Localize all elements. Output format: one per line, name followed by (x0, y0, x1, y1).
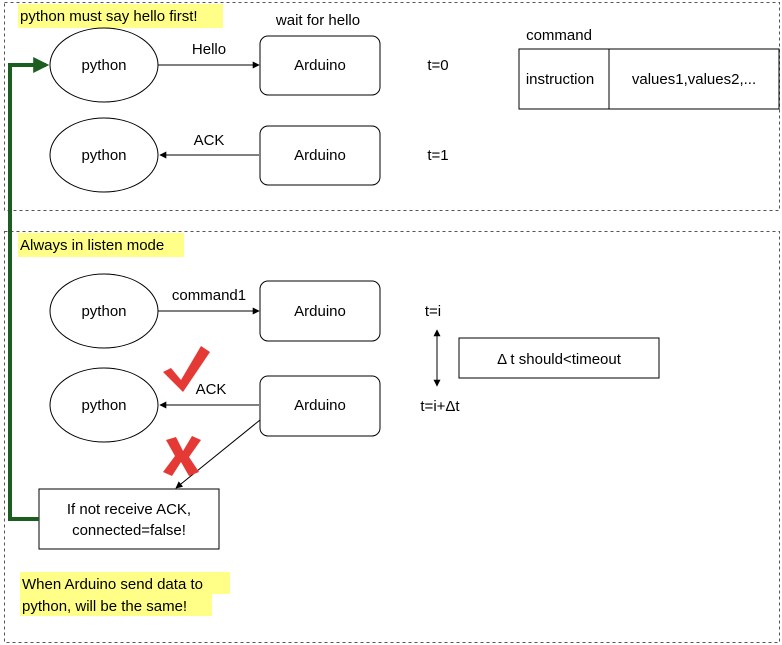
python-node-hello-label: python (81, 57, 126, 74)
arduino-node-ack2 (259, 375, 381, 437)
command1-arrow-label: command1 (172, 287, 246, 304)
python-node-ack2-label: python (81, 397, 126, 414)
time-t1: t=1 (427, 147, 448, 164)
listen-note: Always in listen mode (20, 237, 164, 254)
footer-highlight-line1 (20, 572, 230, 594)
fail-text-line2: connected=false! (72, 522, 186, 539)
python-node-ack-label: python (81, 147, 126, 164)
python-node-ack (49, 117, 159, 193)
command-table-title: command (526, 27, 592, 44)
footer-line2: python, will be the same! (22, 598, 187, 615)
time-ti-plus-dt: t=i+Δt (420, 398, 460, 415)
command-values-cell: values1,values2,... (632, 71, 756, 88)
ack2-arrow-label: ACK (196, 381, 227, 398)
hello-arrow-label: Hello (192, 41, 226, 58)
arduino-node-hello (259, 35, 381, 96)
command-instruction-cell: instruction (526, 71, 594, 88)
retry-connector (8, 57, 50, 521)
red-checkmark-icon (163, 346, 210, 392)
timeout-box (458, 337, 660, 379)
arduino-node-ack (259, 125, 381, 186)
listen-section-border (4, 231, 780, 643)
ack-arrow-label: ACK (194, 132, 225, 149)
fail-text-line1: If not receive ACK, (67, 501, 191, 518)
python-node-ack2 (49, 367, 159, 443)
arduino-node-command (259, 280, 381, 342)
fail-arrow (175, 419, 261, 489)
arduino-node-ack2-label: Arduino (294, 397, 346, 414)
wait-for-hello-label: wait for hello (275, 12, 360, 29)
arduino-node-command-label: Arduino (294, 303, 346, 320)
footer-highlight-line2 (20, 594, 212, 616)
timeout-text: Δ t should<timeout (497, 351, 622, 368)
red-x-icon (163, 436, 201, 476)
footer-line1: When Arduino send data to (22, 576, 203, 593)
handshake-note: python must say hello first! (20, 8, 198, 25)
command-table (518, 48, 780, 110)
listen-note-highlight (18, 233, 184, 257)
handshake-note-highlight (18, 4, 223, 28)
python-node-command-label: python (81, 303, 126, 320)
time-ti: t=i (425, 303, 441, 320)
time-t0: t=0 (427, 57, 448, 74)
arduino-node-ack-label: Arduino (294, 147, 346, 164)
arduino-node-hello-label: Arduino (294, 57, 346, 74)
fail-box (38, 488, 220, 550)
